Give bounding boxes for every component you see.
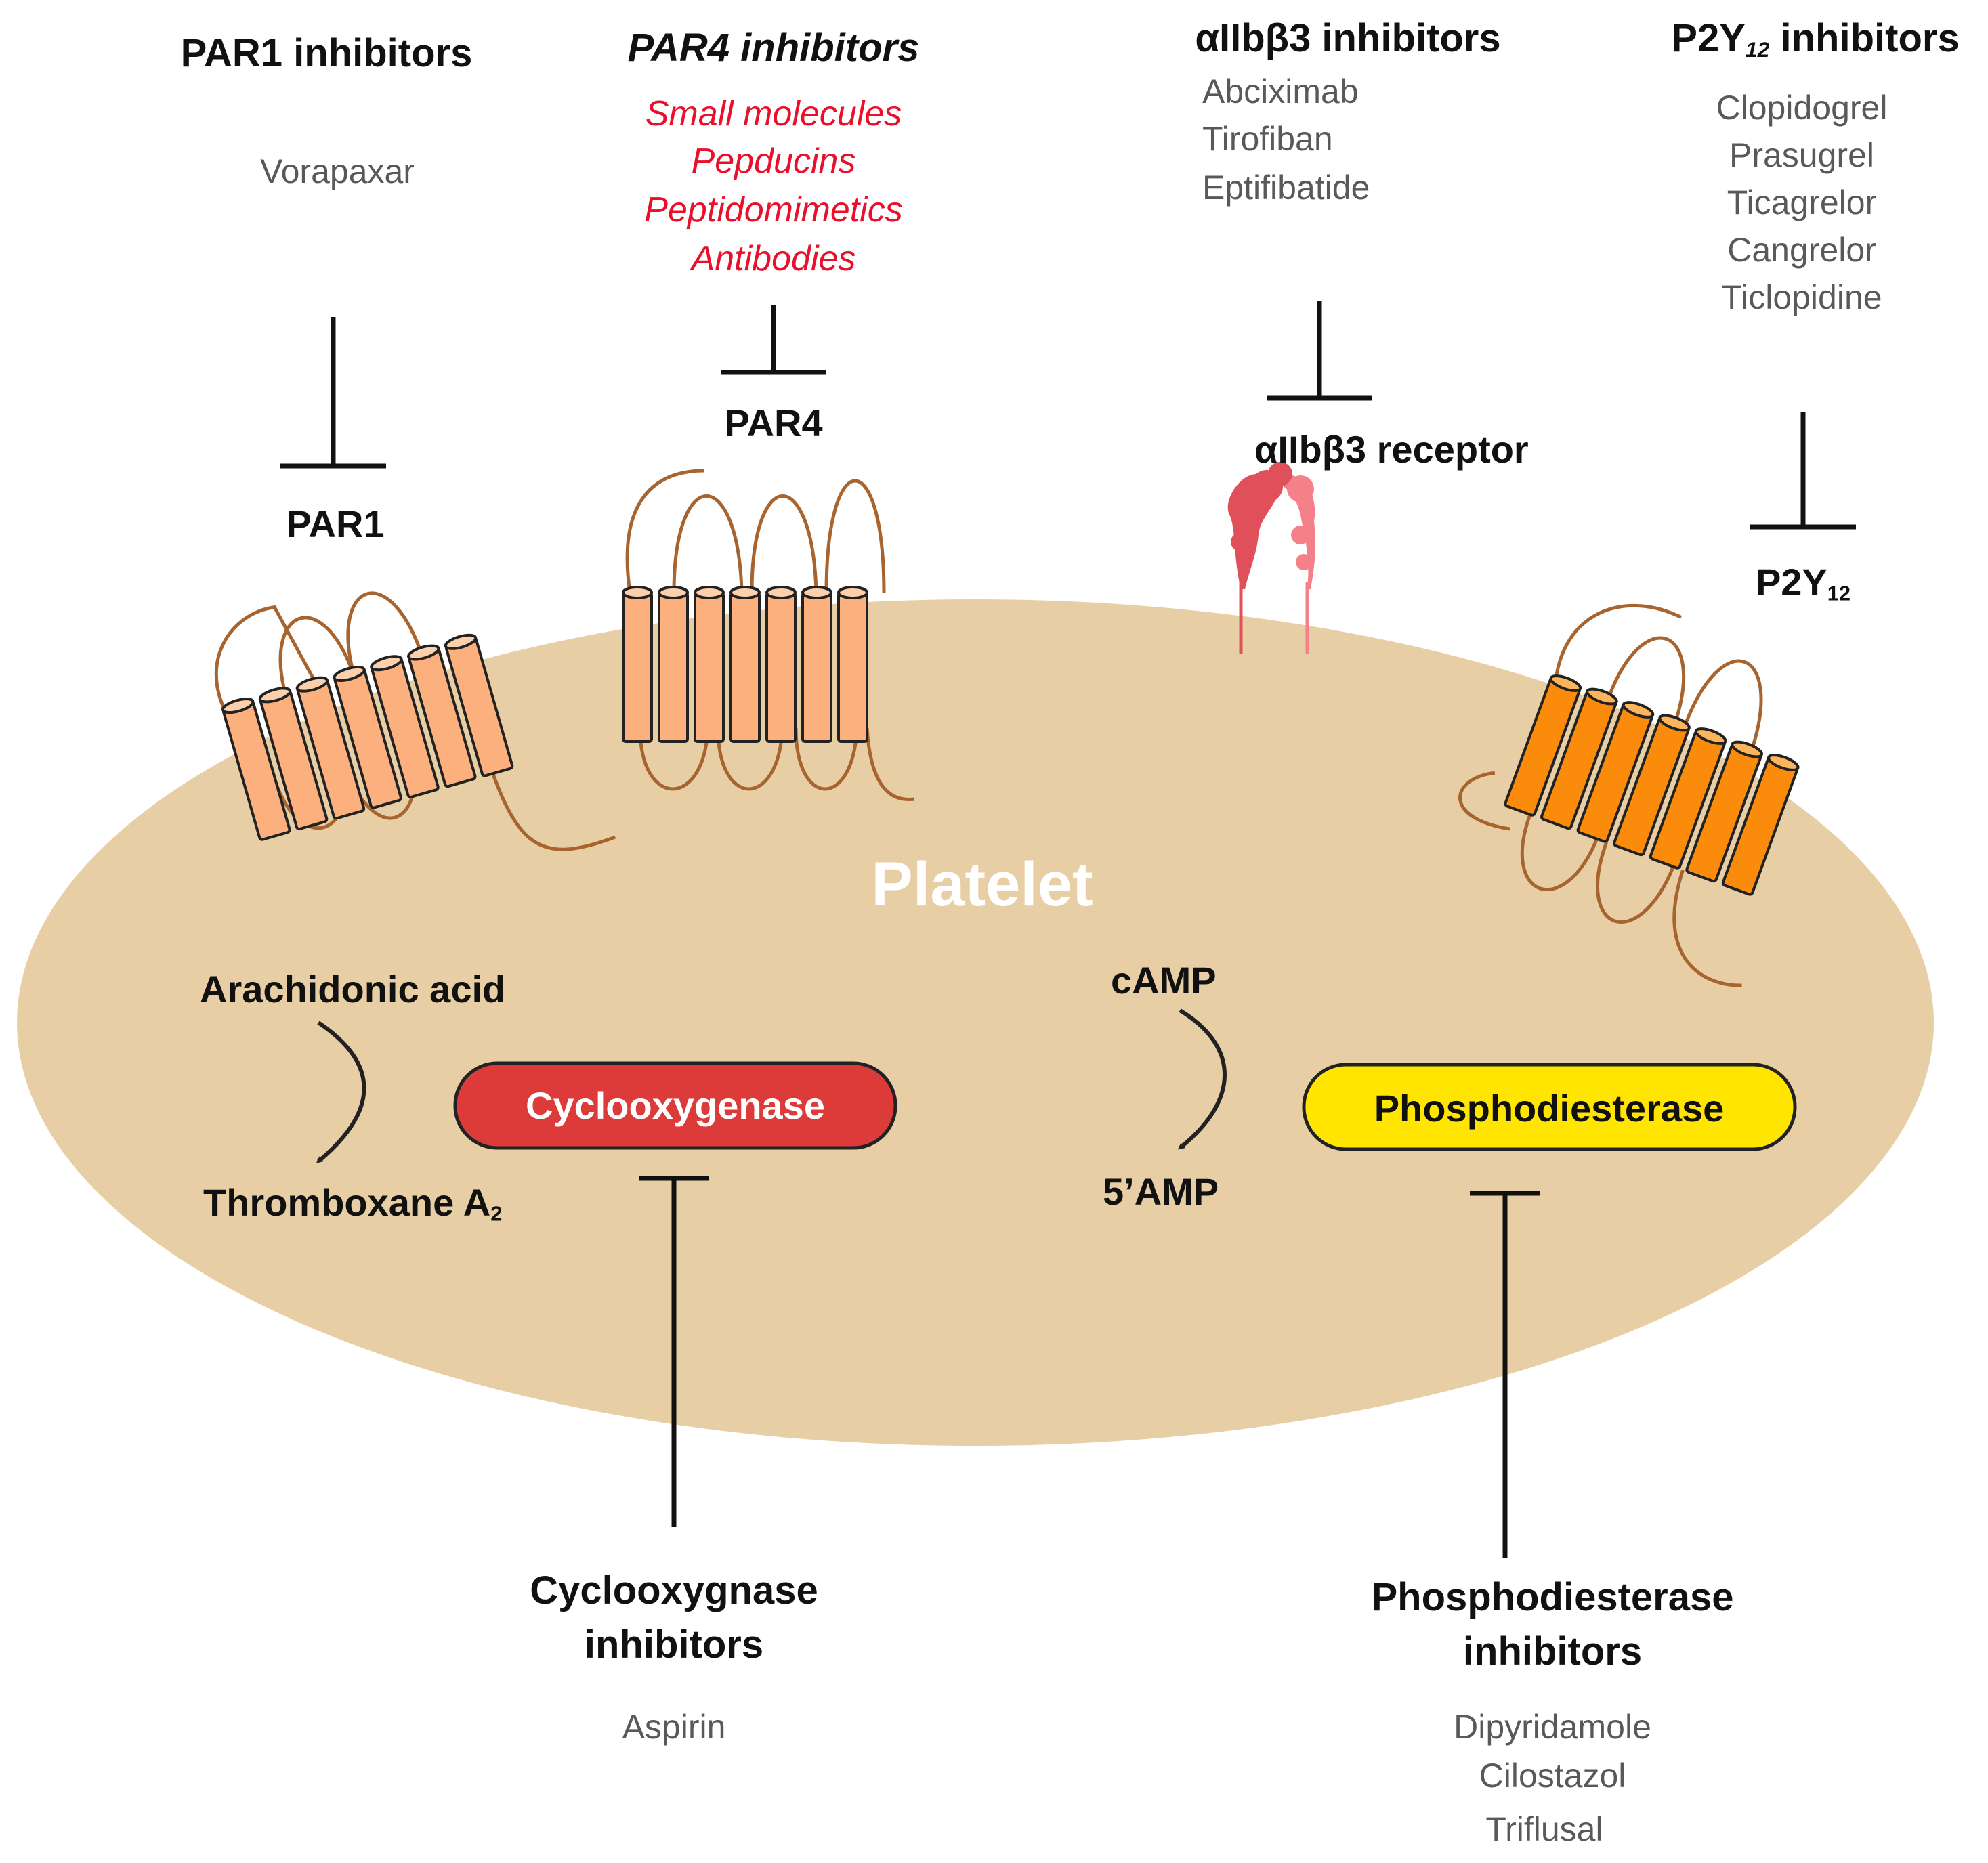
par1-inhibition-bar bbox=[280, 317, 386, 469]
p2y12-label: P2Y12 bbox=[1755, 561, 1851, 605]
arachidonic-acid-label: Arachidonic acid bbox=[200, 968, 506, 1010]
camp-to-5amp-arrow bbox=[1177, 1008, 1227, 1150]
phosphodiesterase-pill bbox=[1302, 1063, 1797, 1151]
drug-clopidogrel: Clopidogrel bbox=[1716, 89, 1888, 127]
aiib3-inhibitors-heading: αIIbβ3 inhibitors bbox=[1195, 16, 1501, 60]
par4-drug-pepducins: Pepducins bbox=[691, 142, 856, 181]
par4-drug-peptidomimetics: Peptidomimetics bbox=[644, 190, 903, 230]
p2y12-receptor-icon bbox=[1458, 603, 1800, 987]
drug-cangrelor: Cangrelor bbox=[1727, 231, 1876, 269]
camp-label: cAMP bbox=[1111, 959, 1217, 1002]
drug-dipyridamole: Dipyridamole bbox=[1454, 1708, 1651, 1746]
par4-inhibition-bar bbox=[721, 305, 826, 375]
5amp-label: 5’AMP bbox=[1103, 1170, 1219, 1213]
drug-ticagrelor: Ticagrelor bbox=[1727, 184, 1877, 221]
thromboxane-a2-label: Thromboxane A2 bbox=[203, 1181, 503, 1226]
pde-inhibitors-heading-line1: Phosphodiesterase bbox=[1371, 1575, 1734, 1619]
drug-abciximab: Abciximab bbox=[1202, 72, 1359, 110]
cox-inhibition-bar bbox=[639, 1176, 709, 1527]
par1-label: PAR1 bbox=[286, 502, 385, 545]
aiib3-inhibition-bar bbox=[1267, 301, 1372, 401]
drug-tirofiban: Tirofiban bbox=[1202, 120, 1333, 158]
drug-vorapaxar: Vorapaxar bbox=[260, 152, 415, 190]
arachidonic-to-thromboxane-arrow bbox=[316, 1021, 366, 1163]
p2y12-inhibition-bar bbox=[1750, 412, 1856, 530]
par4-receptor-icon bbox=[622, 469, 915, 802]
drug-ticlopidine: Ticlopidine bbox=[1721, 278, 1882, 316]
integrin-receptor-icon bbox=[1227, 462, 1316, 654]
cyclooxygenase-pill bbox=[453, 1061, 897, 1150]
platelet-label: Platelet bbox=[871, 850, 1093, 919]
drug-cilostazol: Cilostazol bbox=[1479, 1757, 1626, 1795]
cox-inhibitors-heading-line1: Cyclooxygnase bbox=[530, 1568, 818, 1612]
cox-inhibitors-heading-line2: inhibitors bbox=[584, 1623, 764, 1667]
drug-prasugrel: Prasugrel bbox=[1729, 136, 1874, 174]
pde-inhibitors-heading-line2: inhibitors bbox=[1462, 1629, 1643, 1673]
phosphodiesterase-label: Phosphodiesterase bbox=[1374, 1087, 1725, 1130]
par4-inhibitors-heading: PAR4 inhibitors bbox=[627, 26, 920, 70]
pde-inhibition-bar bbox=[1470, 1191, 1540, 1558]
par4-drug-small-molecules: Small molecules bbox=[645, 94, 902, 133]
drug-eptifibatide: Eptifibatide bbox=[1202, 169, 1370, 207]
drug-aspirin: Aspirin bbox=[622, 1708, 726, 1746]
par4-label: PAR4 bbox=[724, 402, 823, 444]
par1-receptor-icon bbox=[214, 591, 616, 851]
aiib3-receptor-label: αIIbβ3 receptor bbox=[1254, 428, 1529, 471]
par1-inhibitors-heading: PAR1 inhibitors bbox=[180, 31, 473, 75]
platelet-cell bbox=[17, 599, 1934, 1446]
p2y12-inhibitors-heading: P2Y12 inhibitors bbox=[1671, 16, 1960, 62]
cyclooxygenase-label: Cyclooxygenase bbox=[526, 1084, 825, 1127]
drug-triflusal: Triflusal bbox=[1485, 1810, 1603, 1848]
par4-drug-antibodies: Antibodies bbox=[691, 239, 856, 278]
